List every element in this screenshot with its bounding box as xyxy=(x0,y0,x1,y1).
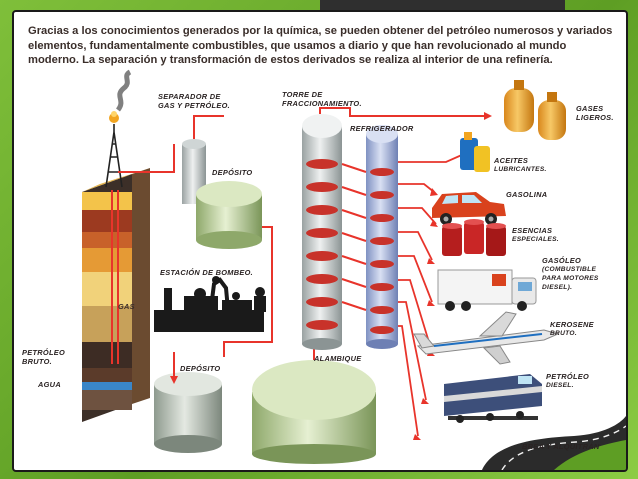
label-torre-2: fraccionamiento. xyxy=(282,99,362,108)
label-separador-2: gas y petróleo. xyxy=(158,101,230,110)
refinery-illustration xyxy=(82,69,626,470)
label-kerosene-1: Kerosene xyxy=(550,320,594,329)
label-refrigerador: Refrigerador xyxy=(350,124,414,133)
gas-bottles-icon xyxy=(504,80,566,140)
label-brea: Brea y alquitrán xyxy=(522,442,600,451)
barrels-icon xyxy=(442,219,506,256)
pumping-station xyxy=(154,276,266,332)
label-aceites-2: lubricantes. xyxy=(494,166,547,173)
label-gasoleo-4: diesel). xyxy=(542,284,573,291)
label-alambique: Alambique xyxy=(314,354,362,363)
road-icon xyxy=(482,416,626,470)
oil-derrick xyxy=(105,69,132,188)
well-pipe xyxy=(111,144,175,364)
output-arrows xyxy=(398,153,465,437)
intro-text: Gracias a los conocimientos generados po… xyxy=(28,25,613,66)
label-gasoleo-3: para motores xyxy=(542,275,599,282)
gas-oil-separator xyxy=(182,115,224,204)
refrigerator-column xyxy=(366,125,398,349)
deposit-tank-top xyxy=(196,181,273,357)
label-esencias-1: Esencias xyxy=(512,226,553,235)
label-deposito-top: Depósito xyxy=(212,168,253,177)
car-icon xyxy=(432,192,506,225)
label-esencias-2: especiales. xyxy=(512,236,559,243)
oil-cans-icon xyxy=(460,132,490,172)
label-torre-1: Torre de xyxy=(282,90,323,99)
label-deposito-bottom: Depósito xyxy=(180,364,221,373)
label-gasoleo-1: Gasóleo xyxy=(542,256,582,265)
alambique-tank xyxy=(252,341,376,464)
label-aceites-1: Aceites xyxy=(494,156,529,165)
ground-cross-section xyxy=(82,168,150,422)
deposit-tank-bottom xyxy=(154,352,222,453)
truck-icon xyxy=(437,269,537,311)
label-petroleo-bruto-2: bruto. xyxy=(22,357,52,366)
fractionation-tower xyxy=(302,114,342,350)
label-gasoleo-2: (combustible xyxy=(542,266,597,273)
label-gas: Gas xyxy=(118,302,135,311)
locomotive-icon xyxy=(444,374,542,423)
label-gases-2: ligeros. xyxy=(576,113,614,122)
label-petroleo-diesel-2: diesel. xyxy=(546,382,574,389)
label-estacion: Estación de bombeo. xyxy=(160,268,254,277)
refinery-diagram-panel: Gracias a los conocimientos generados po… xyxy=(12,10,628,472)
label-kerosene-2: bruto. xyxy=(550,330,577,337)
label-gases-1: Gases xyxy=(576,104,604,113)
tower-connectors xyxy=(319,107,484,311)
label-agua: Agua xyxy=(38,380,61,389)
label-gasolina: Gasolina xyxy=(506,190,548,199)
airplane-icon xyxy=(413,311,560,365)
label-separador-1: Separador de xyxy=(158,92,221,101)
label-petroleo-diesel-1: Petróleo xyxy=(546,372,590,381)
label-petroleo-bruto-1: Petróleo xyxy=(22,348,66,357)
